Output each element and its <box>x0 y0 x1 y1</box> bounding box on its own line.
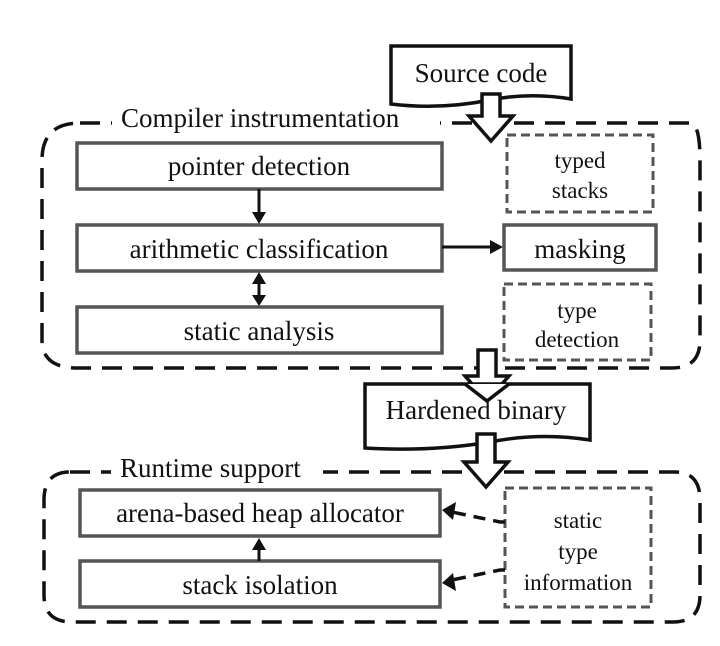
group-title-mask <box>112 106 440 138</box>
arena-heap-allocator-label: arena-based heap allocator <box>116 498 404 528</box>
box-arena-heap-allocator: arena-based heap allocator <box>78 488 442 538</box>
source-code-label: Source code <box>415 58 548 88</box>
arrow-arithmetic-to-masking <box>442 240 503 254</box>
arrow-arithmetic-static-bidirectional <box>252 272 266 306</box>
runtime-title-mask <box>111 455 323 487</box>
type-detection-line-1: type <box>557 298 597 323</box>
block-arrow-binary-to-runtime <box>460 432 512 490</box>
dashed-arrow-typeinfo-to-heap <box>442 502 505 524</box>
typed-stacks-line-2: stacks <box>552 178 608 203</box>
type-detection-line-2: detection <box>535 327 620 352</box>
static-analysis-label: static analysis <box>184 316 335 346</box>
box-masking: masking <box>502 223 658 272</box>
arithmetic-classification-label: arithmetic classification <box>130 234 389 264</box>
box-static-analysis: static analysis <box>75 305 444 355</box>
box-pointer-detection: pointer detection <box>75 141 444 191</box>
stack-isolation-label: stack isolation <box>182 570 338 600</box>
compiler-group-title: Compiler instrumentation <box>121 103 400 133</box>
box-typed-stacks: typed stacks <box>505 133 655 214</box>
block-arrow-source-to-compiler <box>465 92 517 144</box>
dashed-arrow-typeinfo-to-stack <box>442 568 505 591</box>
arrow-stack-to-heap <box>252 538 266 561</box>
runtime-support-group <box>42 470 702 624</box>
static-type-info-line-1: static <box>554 508 603 533</box>
static-type-info-line-3: information <box>524 570 633 595</box>
hardened-binary-label: Hardened binary <box>386 395 567 425</box>
box-type-detection: type detection <box>502 282 653 362</box>
typed-stacks-line-1: typed <box>554 148 606 173</box>
box-arithmetic-classification: arithmetic classification <box>75 223 444 273</box>
pointer-detection-label: pointer detection <box>168 151 351 181</box>
box-static-type-information: static type information <box>503 486 653 609</box>
masking-label: masking <box>534 234 626 264</box>
arrow-pointer-to-arithmetic <box>252 189 266 224</box>
static-type-info-line-2: type <box>558 539 598 564</box>
compiler-instrumentation-group <box>40 121 702 370</box>
block-arrow-overlay <box>463 382 511 404</box>
box-stack-isolation: stack isolation <box>78 559 442 609</box>
runtime-group-title: Runtime support <box>120 453 301 483</box>
